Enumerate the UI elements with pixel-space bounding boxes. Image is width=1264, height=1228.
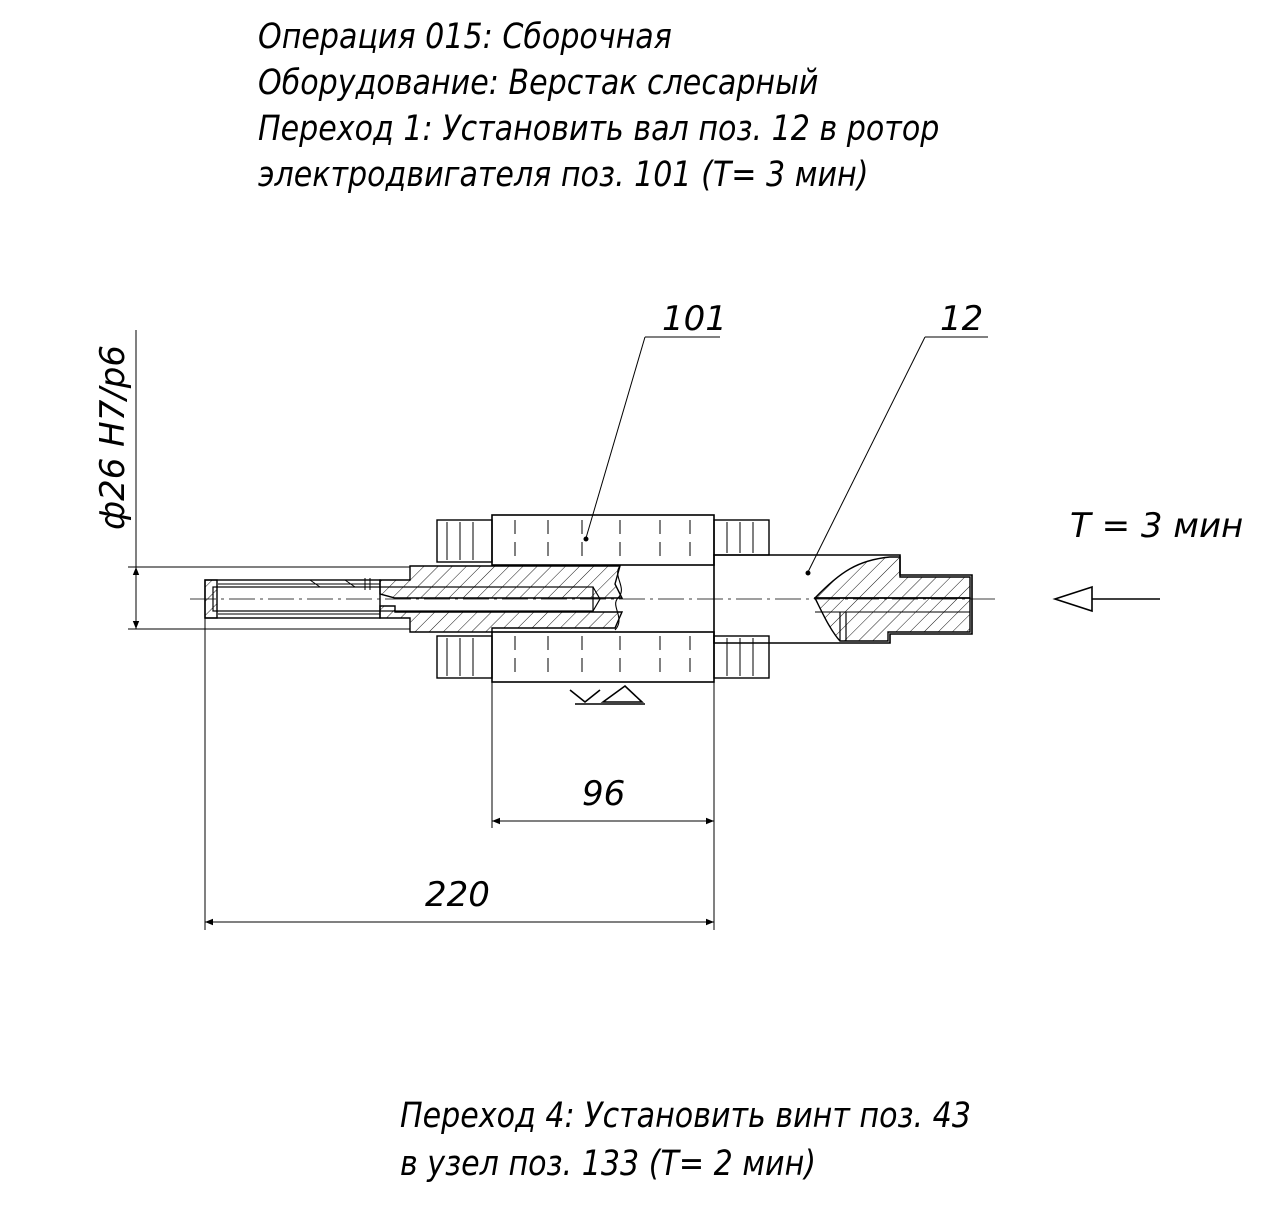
dimension-220	[204, 618, 714, 930]
leader-101	[583, 336, 720, 542]
operation-header: Операция 015: Сборочная Оборудование: Ве…	[258, 14, 939, 198]
rotor-core-top	[491, 514, 715, 566]
support-symbol	[569, 684, 645, 705]
rotor-left-end-ring-top	[436, 519, 493, 563]
rotor-left-end-ring-bottom	[436, 635, 493, 679]
step1-line1: Переход 1: Установить вал поз. 12 в рото…	[258, 109, 940, 149]
rotor-core-bottom	[491, 631, 715, 683]
direction-arrow	[1052, 585, 1160, 613]
leader-12	[805, 336, 988, 576]
callout-101: 101	[662, 299, 727, 339]
dim-96-label: 96	[582, 774, 625, 814]
dimension-96	[491, 682, 715, 930]
time-label: T = 3 мин	[1070, 506, 1243, 546]
step4-line2: в узел поз. 133 (T= 2 мин)	[400, 1144, 817, 1184]
diameter-dimension	[128, 330, 410, 630]
fit-label: ф26 H7/p6	[93, 345, 133, 530]
step1-line2: электродвигателя поз. 101 (T= 3 мин)	[258, 155, 869, 195]
rotor-101	[436, 514, 770, 683]
callout-12: 12	[940, 299, 983, 339]
equipment-line: Оборудование: Верстак слесарный	[258, 63, 819, 103]
rotor-right-end-ring-top	[713, 519, 770, 556]
rotor-shaft-section	[204, 565, 624, 633]
shaft-12	[713, 554, 973, 644]
step4-block: Переход 4: Установить винт поз. 43 в узе…	[400, 1092, 971, 1188]
operation-title: Операция 015: Сборочная	[258, 17, 672, 57]
dim-220-label: 220	[425, 875, 490, 915]
step4-line1: Переход 4: Установить винт поз. 43	[400, 1096, 971, 1136]
